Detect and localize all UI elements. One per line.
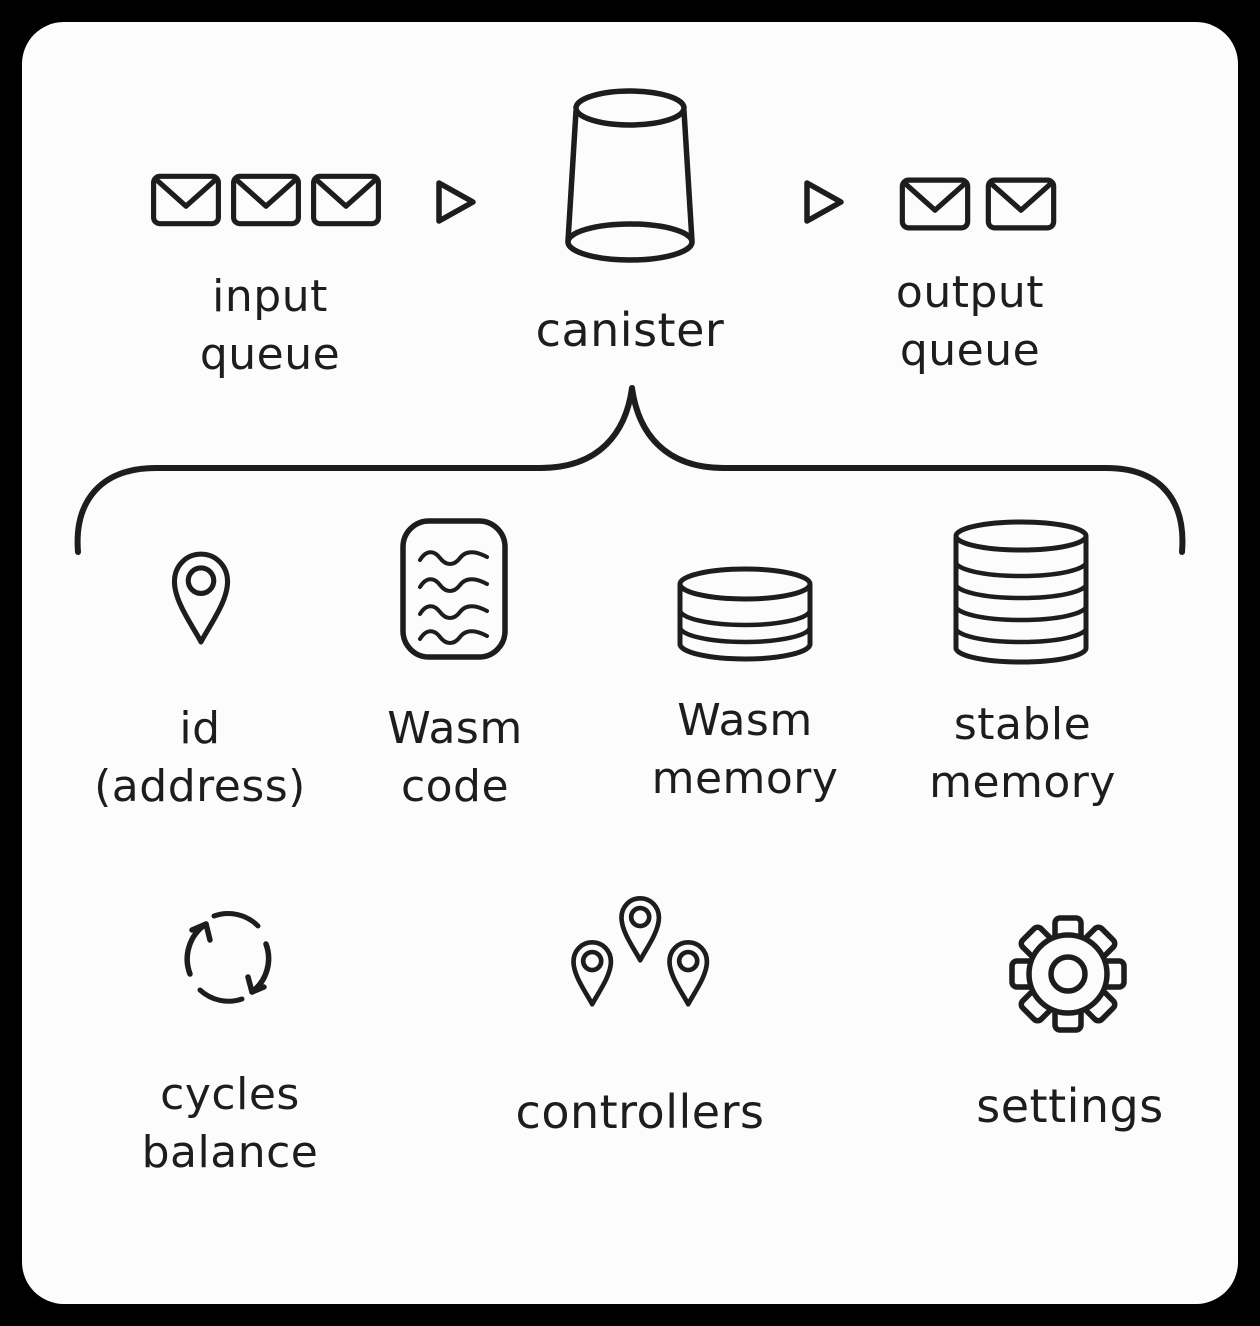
envelope-icon <box>899 177 971 231</box>
curly-brace-icon <box>74 385 1186 555</box>
envelope-icon <box>985 177 1057 231</box>
envelope-icon <box>231 173 301 227</box>
canister-label: canister <box>535 303 725 357</box>
document-squiggles-icon <box>400 518 508 660</box>
three-map-pins-icon <box>571 895 710 1007</box>
circular-arrows-icon <box>184 911 272 1004</box>
output-queue-label: output queue <box>895 267 1045 377</box>
envelope-icon <box>151 173 221 227</box>
triangle-arrow-icon <box>804 180 844 224</box>
settings-label: settings <box>976 1079 1164 1133</box>
triangle-arrow-icon <box>436 180 476 224</box>
stable-memory-label: stable memory <box>929 699 1116 809</box>
disk-stack-small-icon <box>677 566 813 662</box>
gear-icon <box>1009 915 1127 1033</box>
controllers-label: controllers <box>515 1085 765 1139</box>
envelope-icon <box>311 173 381 227</box>
disk-stack-tall-icon <box>953 519 1089 665</box>
output-queue-icons <box>898 176 1058 232</box>
id-address-label: id (address) <box>94 703 306 813</box>
map-pin-icon <box>171 551 231 645</box>
canister-cylinder-icon <box>565 88 695 263</box>
input-queue-icons <box>150 172 382 228</box>
cycles-balance-label: cycles balance <box>141 1069 319 1179</box>
wasm-memory-label: Wasm memory <box>651 695 839 805</box>
input-queue-label: input queue <box>199 271 341 381</box>
wasm-code-label: Wasm code <box>387 703 523 813</box>
